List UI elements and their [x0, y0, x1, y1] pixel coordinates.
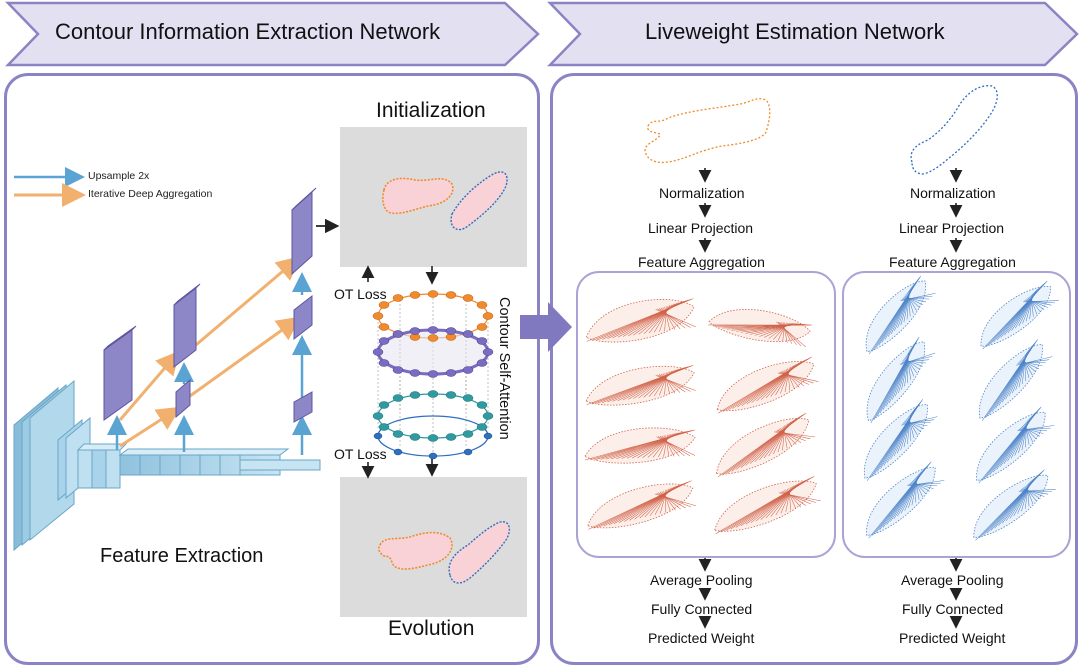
attention-map-glyph-blue-2 [866, 336, 936, 424]
branch2-normalization: Normalization [910, 185, 996, 201]
attention-map-glyph-orange-7 [714, 476, 821, 534]
left-banner-arrow [5, 1, 540, 67]
attention-map-glyph-blue-7 [973, 469, 1056, 541]
feature-maps [103, 187, 317, 423]
attention-rings [372, 290, 494, 460]
branch2-predicted-weight: Predicted Weight [899, 630, 1006, 646]
left-banner-title: Contour Information Extraction Network [55, 19, 441, 44]
init-blue-contour [450, 171, 508, 231]
upsample-arrows [107, 272, 312, 455]
branch2-linear-projection: Linear Projection [899, 220, 1005, 236]
branch2-fully-connected: Fully Connected [902, 601, 1004, 617]
attention-map-glyph-blue-1 [980, 280, 1059, 350]
ot-loss-bottom-label: OT Loss [334, 446, 387, 462]
attention-map-glyph-orange-1 [708, 309, 812, 348]
attention-map-glyph-orange-2 [585, 365, 696, 406]
ida-arrows [118, 256, 301, 448]
init-orange-contour [382, 177, 454, 215]
attention-map-glyph-orange-3 [716, 356, 819, 414]
right-banner-arrow [547, 1, 1079, 67]
feature-extraction-label: Feature Extraction [100, 545, 264, 567]
initialization-label: Initialization [376, 99, 486, 122]
evolution-label: Evolution [388, 617, 475, 640]
branch1-average-pooling: Average Pooling [650, 572, 753, 588]
attention-map-glyph-blue-3 [979, 339, 1053, 421]
right-banner-title: Liveweight Estimation Network [645, 19, 945, 44]
branch1-attention-box [576, 271, 836, 558]
branch1-outline-contour [644, 98, 771, 164]
branch1-fully-connected: Fully Connected [651, 601, 753, 617]
attention-map-glyph-blue-0 [865, 275, 936, 355]
center-arrow [520, 302, 572, 352]
evo-blue-contour [448, 521, 511, 584]
backbone-slabs [13, 379, 91, 552]
branch1-normalization: Normalization [659, 185, 745, 201]
banner-graphics [5, 1, 1079, 67]
attention-map-glyph-blue-6 [866, 461, 945, 539]
legend-ida-label: Iterative Deep Aggregation [88, 188, 213, 200]
branch2-attention-box [842, 271, 1071, 558]
evo-orange-contour [378, 531, 453, 570]
branch2-outline-contour [910, 85, 998, 175]
branch1-predicted-weight: Predicted Weight [648, 630, 755, 646]
legend-upsample-label: Upsample 2x [88, 170, 150, 182]
branch1-feature-aggregation: Feature Aggregation [638, 254, 765, 270]
branch2-feature-aggregation: Feature Aggregation [889, 254, 1016, 270]
branch1-linear-projection: Linear Projection [648, 220, 754, 236]
backbone-blocks [76, 443, 321, 489]
attention-map-glyph-orange-5 [716, 412, 815, 478]
branch2-average-pooling: Average Pooling [901, 572, 1004, 588]
attention-map-glyph-orange-0 [585, 298, 696, 343]
attention-map-glyph-blue-5 [976, 406, 1055, 484]
attention-map-glyph-blue-4 [864, 399, 938, 481]
attention-map-glyph-orange-6 [587, 480, 697, 530]
ot-loss-top-label: OT Loss [334, 286, 387, 302]
branch1-attention-maps [584, 298, 821, 534]
branch2-attention-maps [864, 275, 1059, 541]
attention-map-glyph-orange-4 [584, 427, 696, 464]
